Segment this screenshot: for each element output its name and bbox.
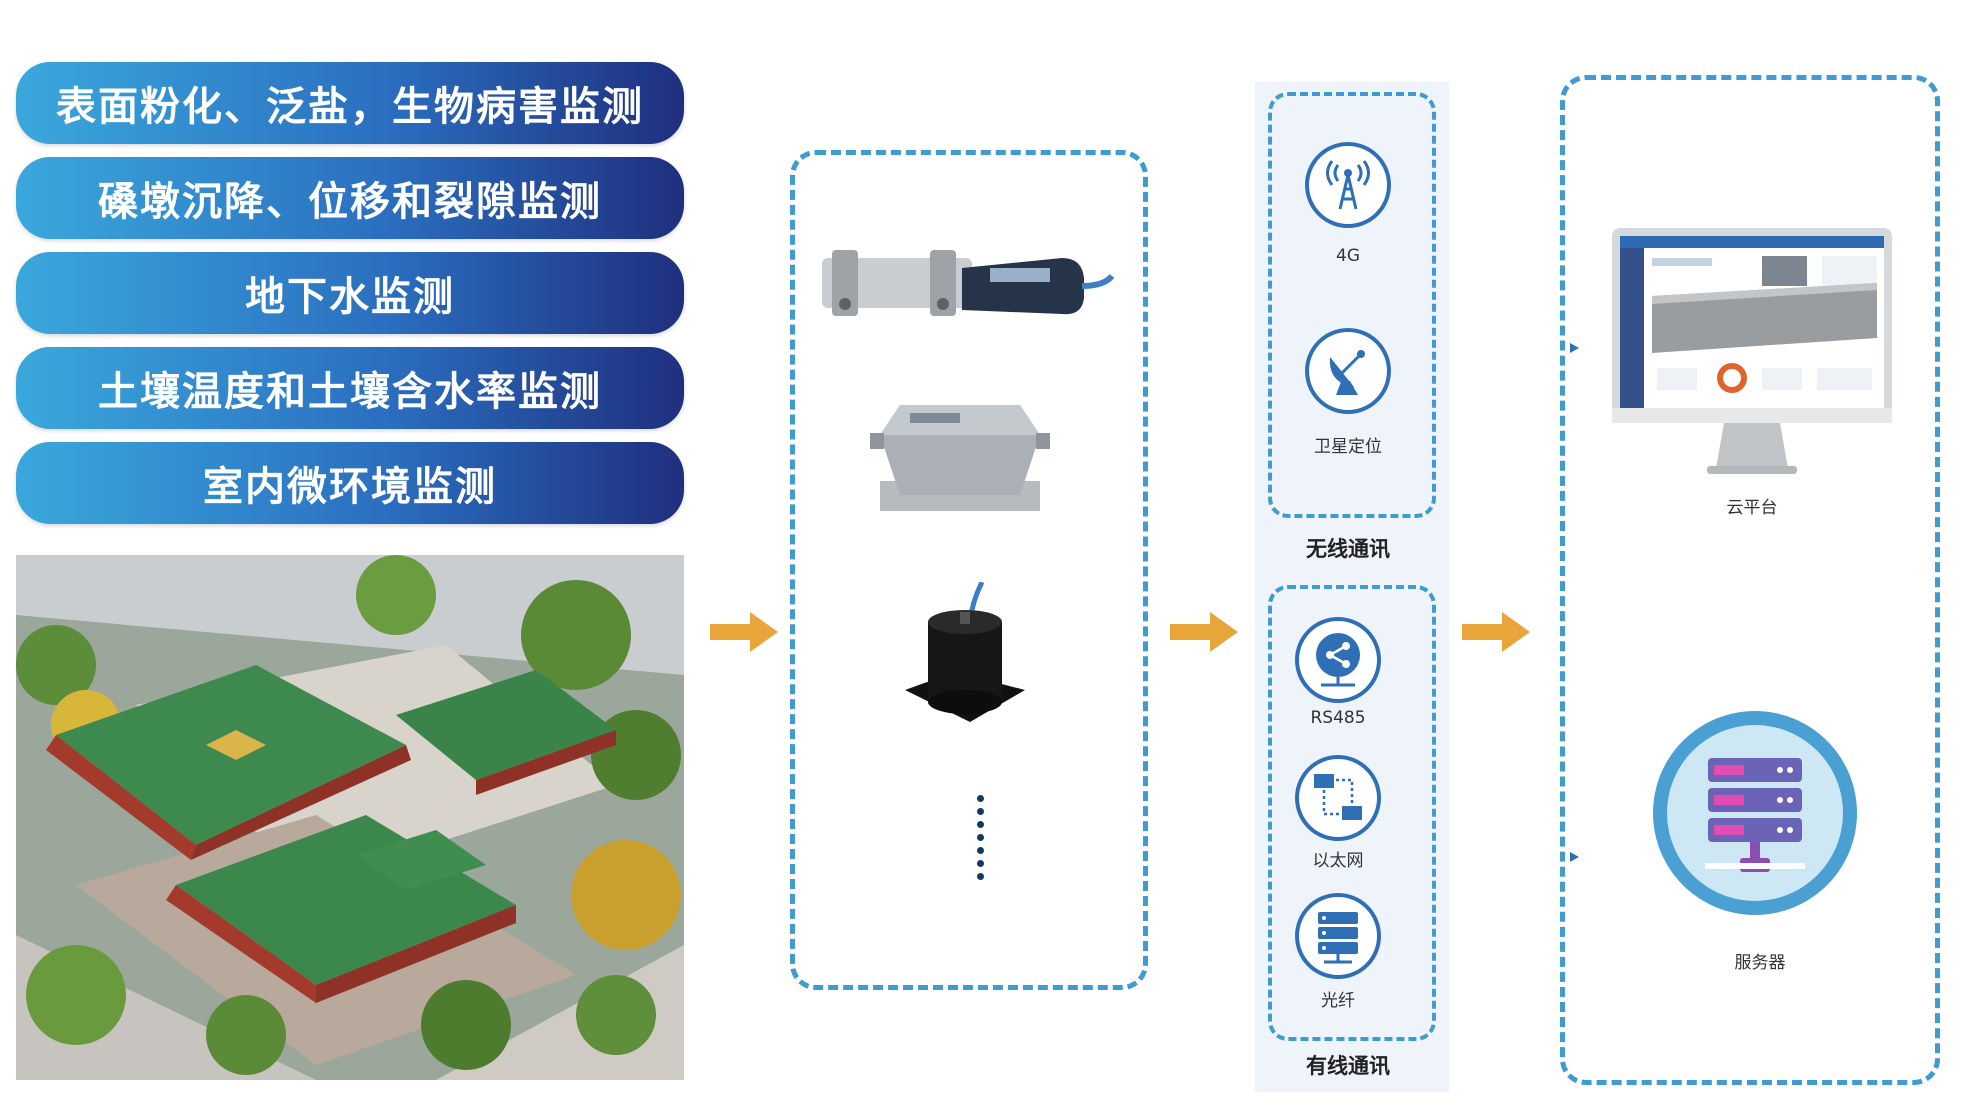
flow-arrow-2 <box>1170 612 1238 652</box>
pointer-marker <box>1570 852 1579 862</box>
more-sensors-dot <box>977 821 984 828</box>
more-sensors-dot <box>977 808 984 815</box>
wired-group-title: 有线通讯 <box>1306 1054 1390 1078</box>
wired-label-rs485: RS485 <box>1310 708 1366 728</box>
monitoring-label-foundation: 磉墩沉降、位移和裂隙监测 <box>16 157 684 239</box>
more-sensors-dot <box>977 860 984 867</box>
server-icon <box>1650 708 1860 922</box>
sensor-group-box <box>790 150 1148 990</box>
more-sensors-dot <box>977 873 984 880</box>
monitoring-label-surface: 表面粉化、泛盐，生物病害监测 <box>16 62 684 144</box>
wireless-group-box <box>1268 92 1436 518</box>
wireless-group-title: 无线通讯 <box>1306 537 1390 561</box>
monitoring-label-soil: 土壤温度和土壤含水率监测 <box>16 347 684 429</box>
satellite-dish-icon <box>1305 328 1391 414</box>
antenna-tower-icon <box>1305 142 1391 228</box>
wireless-label-satellite: 卫星定位 <box>1314 437 1382 457</box>
tilt-sensor-image <box>870 385 1050 529</box>
monitoring-label-indoor: 室内微环境监测 <box>16 442 684 524</box>
share-network-icon <box>1295 617 1381 703</box>
wired-label-ethernet: 以太网 <box>1312 851 1364 871</box>
cylindrical-sensor-image <box>900 580 1030 746</box>
more-sensors-dot <box>977 834 984 841</box>
fiber-server-icon <box>1295 893 1381 979</box>
monitoring-label-groundwater: 地下水监测 <box>16 252 684 334</box>
heritage-building-illustration <box>16 555 684 1080</box>
server-label: 服务器 <box>1734 953 1786 973</box>
wireless-label-4g: 4G <box>1336 246 1360 266</box>
cloud-platform-monitor-image <box>1612 228 1892 482</box>
flow-arrow-1 <box>710 612 778 652</box>
crack-meter-sensor-image <box>812 228 1122 342</box>
wired-label-fiber: 光纤 <box>1321 991 1355 1011</box>
cloud-platform-label: 云平台 <box>1726 498 1778 518</box>
platform-box <box>1560 75 1940 1085</box>
wired-group-box <box>1268 585 1436 1041</box>
more-sensors-dot <box>977 795 984 802</box>
more-sensors-dot <box>977 847 984 854</box>
ethernet-icon <box>1295 755 1381 841</box>
flow-arrow-3 <box>1462 612 1530 652</box>
pointer-marker <box>1570 343 1579 353</box>
